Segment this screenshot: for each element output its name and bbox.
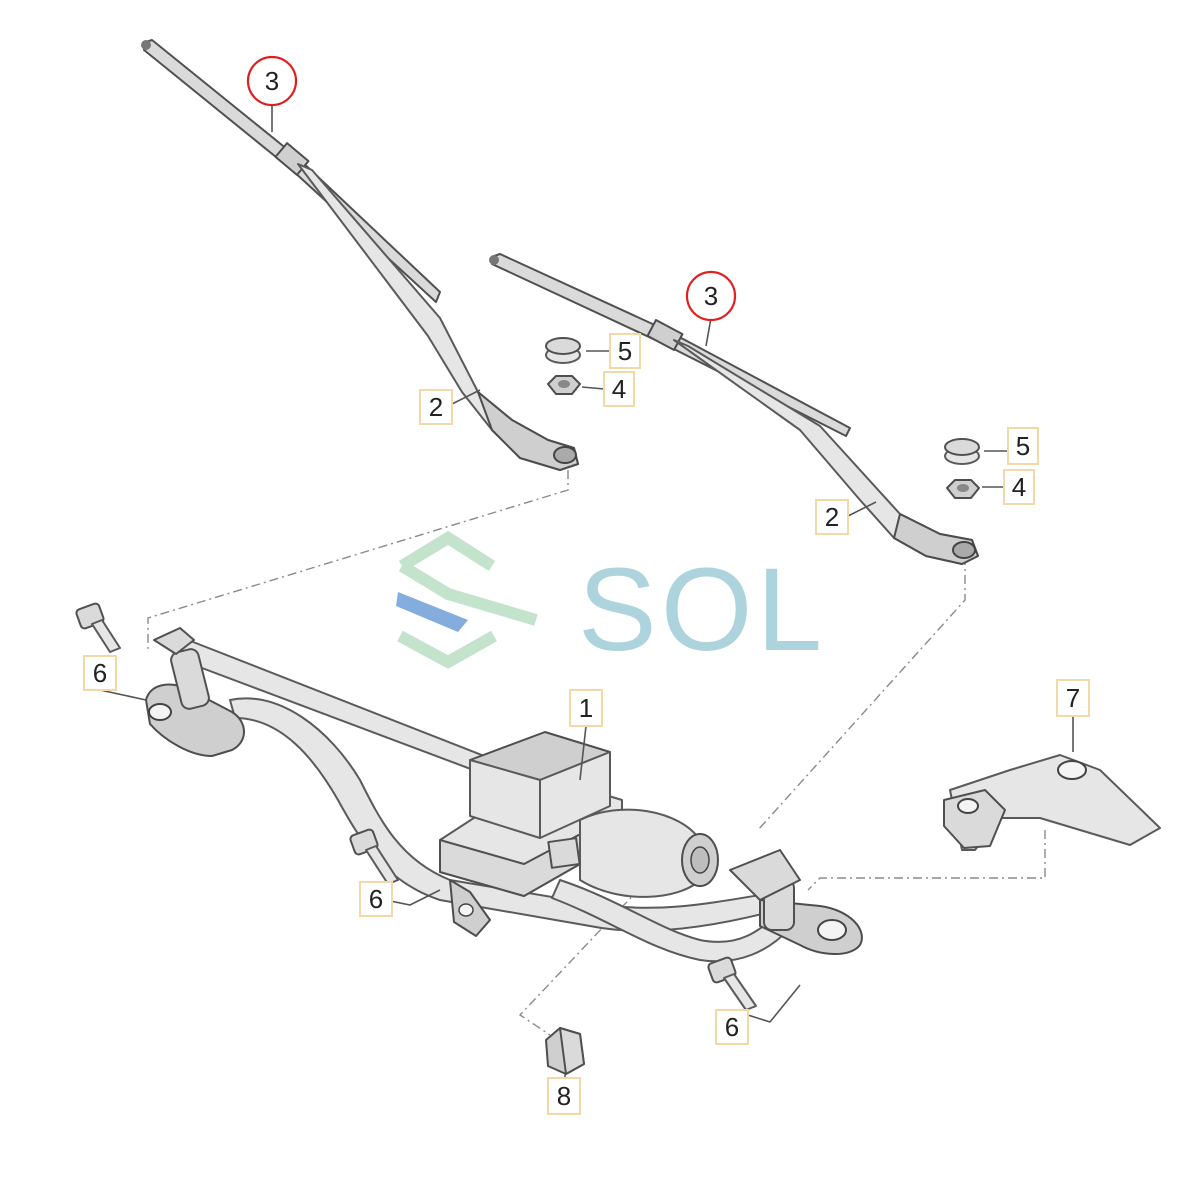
rubber-grommet (545, 1027, 585, 1075)
right-wiper-arm (673, 339, 979, 565)
callout-bolt-middle-text: 6 (369, 884, 383, 914)
callout-arm-left-text: 2 (429, 392, 443, 422)
left-cap (545, 337, 581, 364)
right-cap (944, 438, 980, 465)
callout-bolt-left-text: 6 (93, 658, 107, 688)
callout-blade-right-text: 3 (704, 281, 718, 311)
assembly-lines (147, 470, 1046, 1036)
callout-grommet: 8 (547, 1077, 581, 1115)
callout-bracket-text: 7 (1066, 683, 1080, 713)
callout-nut-left-text: 4 (612, 374, 626, 404)
callout-cap-left-text: 5 (618, 336, 632, 366)
callout-nut-right: 4 (1003, 469, 1035, 505)
wiper-motor (439, 731, 719, 937)
right-bolt (707, 956, 757, 1011)
callout-arm-left: 2 (419, 389, 453, 425)
callout-nut-right-text: 4 (1012, 472, 1026, 502)
sol-watermark: SOL (396, 530, 826, 676)
left-wiper-arm (297, 163, 579, 471)
right-wiper-blade (489, 253, 851, 437)
callout-arm-right-text: 2 (825, 502, 839, 532)
callout-blade-left-text: 3 (265, 66, 279, 96)
callout-nut-left: 4 (603, 371, 635, 407)
callout-cap-right-text: 5 (1016, 431, 1030, 461)
callout-blade-left: 3 (246, 55, 298, 107)
right-nut (946, 479, 980, 499)
wiper-linkage-frame (145, 627, 863, 963)
sol-watermark-text: SOL (578, 544, 826, 676)
callout-cap-right: 5 (1007, 427, 1039, 465)
mounting-bracket (943, 754, 1161, 851)
callout-arm-right: 2 (815, 499, 849, 535)
callout-motor-text: 1 (579, 693, 593, 723)
callout-bolt-right-text: 6 (725, 1012, 739, 1042)
middle-bolt (349, 828, 399, 885)
callout-blade-right: 3 (685, 270, 737, 322)
callout-bolt-middle: 6 (359, 881, 393, 917)
callout-grommet-text: 8 (557, 1081, 571, 1111)
callout-motor: 1 (569, 689, 603, 727)
sol-logo-icon (396, 530, 538, 669)
callout-cap-left: 5 (609, 333, 641, 369)
left-bolt (75, 602, 121, 653)
callout-labels: 3 3 2 2 5 4 5 4 (83, 55, 1090, 1115)
callout-bolt-left: 6 (83, 655, 117, 691)
callout-bracket: 7 (1056, 679, 1090, 717)
left-nut (547, 375, 581, 395)
callout-bolt-right: 6 (715, 1009, 749, 1045)
